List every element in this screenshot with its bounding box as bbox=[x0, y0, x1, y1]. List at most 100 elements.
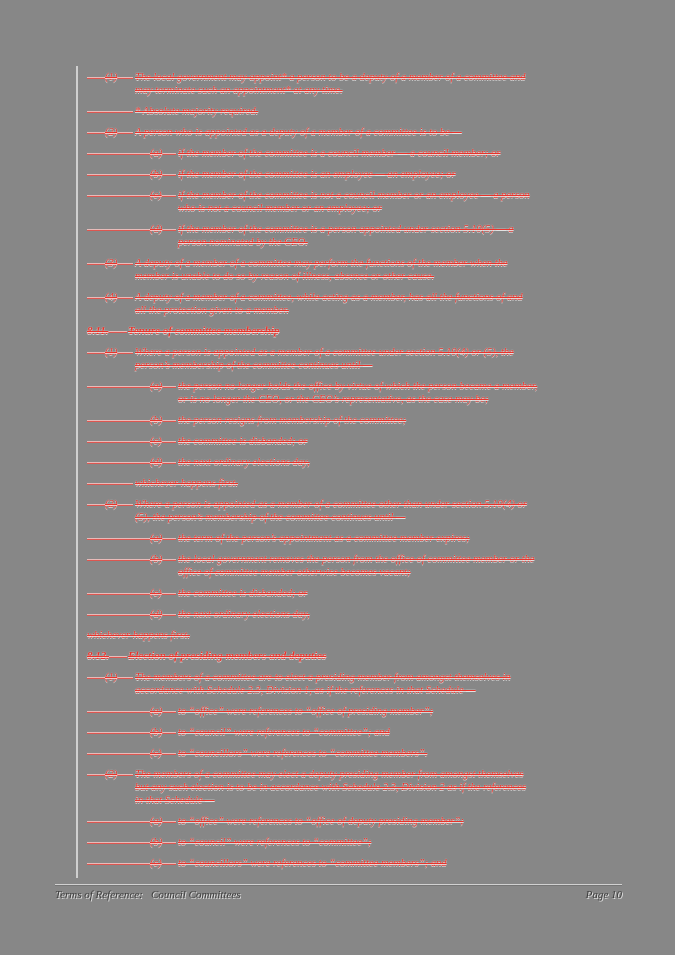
footer-document-title: Terms of Reference: Council Committees bbox=[55, 889, 241, 901]
text-line: to “councillors” were references to “com… bbox=[178, 748, 428, 759]
item-number: (d) bbox=[150, 457, 163, 468]
list-item: (1) The local government may appoint* a p… bbox=[87, 71, 603, 97]
list-item: (2)A person who is appointed as a deputy… bbox=[87, 126, 603, 139]
strikethrough-leader bbox=[87, 711, 176, 713]
item-text: the local government removes the person … bbox=[178, 553, 603, 579]
item-text: the next ordinary elections day, bbox=[178, 456, 603, 469]
text-line: A person who is appointed as a deputy of… bbox=[135, 127, 462, 138]
item-text: to “councillors” were references to “com… bbox=[178, 747, 603, 760]
footer: Terms of Reference: Council Committees P… bbox=[55, 888, 622, 902]
item-number: (b) bbox=[150, 169, 163, 180]
text-line: to “office” were references to “office o… bbox=[178, 816, 464, 827]
text-line: Where a person is appointed as a member … bbox=[135, 499, 527, 510]
item-text: the person resigns from membership of th… bbox=[178, 414, 603, 427]
text-line: if the member of the committee is a coun… bbox=[178, 148, 501, 159]
text-line: whichever happens first. bbox=[87, 630, 190, 641]
text-line: the committee is disbanded; or bbox=[178, 436, 308, 447]
item-text: Where a person is appointed as a member … bbox=[135, 498, 603, 524]
item-number: (a) bbox=[150, 381, 163, 392]
text-line: The members of a committee may elect a d… bbox=[135, 769, 524, 780]
item-number: (d) bbox=[150, 609, 163, 620]
list-item: (1)Where a person is appointed as a memb… bbox=[87, 346, 603, 372]
strikethrough-leader bbox=[87, 132, 133, 134]
item-text: The local government may appoint* a pers… bbox=[135, 71, 603, 97]
list-item: (b)to “council” were references to “comm… bbox=[87, 726, 603, 739]
section-heading: 8.12.Election of presiding members and d… bbox=[87, 650, 603, 663]
footer-page-number: Page 10 bbox=[585, 889, 622, 901]
strikethrough-leader bbox=[87, 386, 176, 388]
item-number: (c) bbox=[150, 748, 162, 759]
strikethrough-leader bbox=[87, 774, 133, 776]
list-item: (a) to “office” were references to “offic… bbox=[87, 705, 603, 718]
closing-line: whichever happens first. bbox=[87, 629, 603, 642]
item-text: if the member of the committee is a coun… bbox=[178, 147, 603, 160]
strikethrough-leader bbox=[87, 593, 176, 595]
item-number: (c) bbox=[150, 858, 162, 869]
footer-divider bbox=[55, 884, 622, 886]
item-number: (c) bbox=[150, 588, 162, 599]
item-number: (a) bbox=[150, 816, 163, 827]
text-line: member is unable to do so by reason of i… bbox=[135, 271, 435, 282]
text-line: in that Schedule — bbox=[135, 795, 215, 806]
list-item: (2)Where a person is appointed as a memb… bbox=[87, 498, 603, 524]
item-text: the term of the person’s appointment as … bbox=[178, 532, 603, 545]
text-line: (5), the person’s membership of the comm… bbox=[135, 512, 406, 523]
strikethrough-leader bbox=[87, 263, 133, 265]
strikethrough-leader bbox=[87, 297, 133, 299]
list-item: (b) the person resigns from membership of… bbox=[87, 414, 603, 427]
strikethrough-leader bbox=[87, 483, 133, 485]
item-text: A person who is appointed as a deputy of… bbox=[135, 126, 603, 139]
strikethrough-leader bbox=[87, 352, 133, 354]
item-text: to “council” were references to “committ… bbox=[178, 836, 603, 849]
item-number: (b) bbox=[150, 415, 163, 426]
text-line: to “office” were references to “office o… bbox=[178, 706, 434, 717]
item-number: (c) bbox=[150, 190, 162, 201]
list-item: (4)A deputy of a member of a committee, … bbox=[87, 291, 603, 317]
strikethrough-leader bbox=[87, 614, 176, 616]
item-text: the next ordinary elections day, bbox=[178, 608, 603, 621]
strikethrough-leader bbox=[87, 538, 176, 540]
text-line: A deputy of a member of a committee, whi… bbox=[135, 292, 523, 303]
text-line: to “councillors” were references to “com… bbox=[178, 858, 447, 869]
text-line: if the member of the committee is a pers… bbox=[178, 224, 514, 235]
strikethrough-leader bbox=[104, 331, 127, 333]
item-text: A deputy of a member of a committee, whi… bbox=[135, 291, 603, 317]
text-line: the next ordinary elections day, bbox=[178, 609, 310, 620]
strikethrough-leader bbox=[87, 229, 176, 231]
item-number: (a) bbox=[150, 706, 163, 717]
strikethrough-leader bbox=[87, 420, 176, 422]
strikethrough-leader bbox=[87, 559, 176, 561]
section-number: 8.11. bbox=[87, 325, 109, 337]
item-text: to “office” were references to “office o… bbox=[178, 815, 603, 828]
list-item: (1)The members of a committee are to ele… bbox=[87, 671, 603, 697]
text-line: office of committee member otherwise bec… bbox=[178, 567, 411, 578]
strikethrough-leader bbox=[87, 462, 176, 464]
strikethrough-leader bbox=[87, 195, 176, 197]
text-line: if the member of the committee is an emp… bbox=[178, 169, 456, 180]
list-item: (b) if the member of the committee is an … bbox=[87, 168, 603, 181]
list-item: (c) if the member of the committee is not… bbox=[87, 189, 603, 215]
item-text: the committee is disbanded; or bbox=[178, 587, 603, 600]
text-line: A deputy of a member of a committee may … bbox=[135, 258, 508, 269]
text-line: accordance with Schedule 2.3, Division 1… bbox=[135, 685, 476, 696]
item-text: The members of a committee are to elect … bbox=[135, 671, 603, 697]
strikethrough-leader bbox=[87, 842, 176, 844]
item-text: the committee is disbanded; or bbox=[178, 435, 603, 448]
text-line: all the protection given to a member. bbox=[135, 305, 289, 316]
text-line: to “council” were references to “committ… bbox=[178, 727, 390, 738]
strikethrough-leader bbox=[87, 111, 133, 113]
item-text: if the member of the committee is an emp… bbox=[178, 168, 603, 181]
item-number: (b) bbox=[150, 554, 163, 565]
item-number: (b) bbox=[150, 837, 163, 848]
strikethrough-leader bbox=[87, 504, 133, 506]
list-item: (a)the term of the person’s appointment … bbox=[87, 532, 603, 545]
strikethrough-leader bbox=[87, 821, 176, 823]
item-text: to “council” were references to “committ… bbox=[178, 726, 603, 739]
closing-line: whichever happens first. bbox=[87, 477, 603, 490]
item-text: A deputy of a member of a committee may … bbox=[135, 257, 603, 283]
item-text: The members of a committee may elect a d… bbox=[135, 768, 603, 807]
text-line: the person resigns from membership of th… bbox=[178, 415, 407, 426]
text-line: if the member of the committee is not a … bbox=[178, 190, 530, 201]
item-number: (1) bbox=[105, 72, 118, 83]
